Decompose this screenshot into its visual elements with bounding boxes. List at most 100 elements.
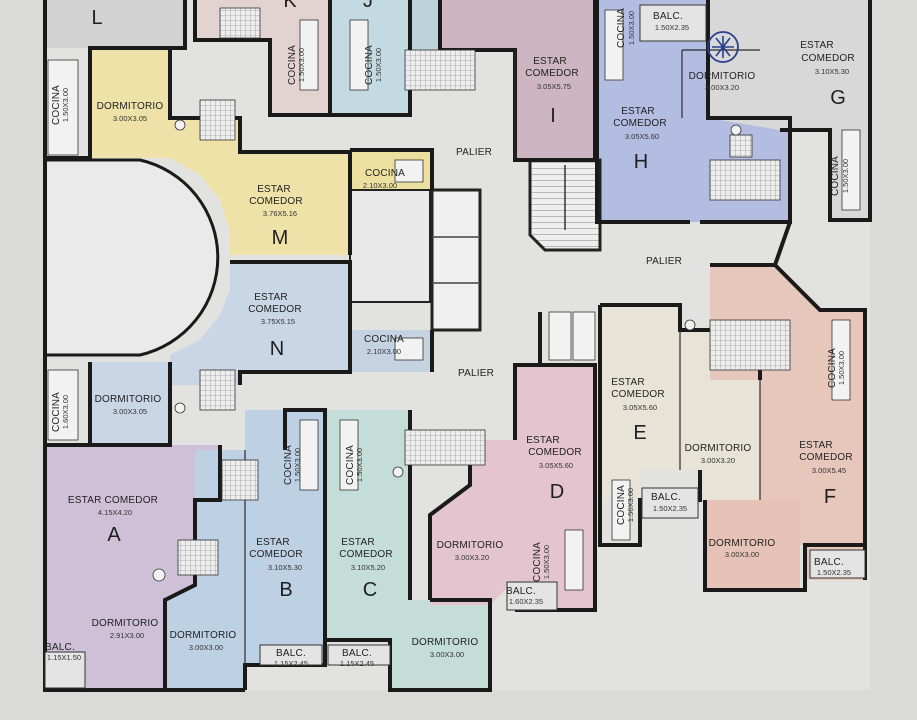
unit-m-area [90, 50, 350, 255]
unit-j-cocina: COCINA [364, 45, 375, 85]
unit-i-estar: ESTAR [533, 56, 567, 67]
unit-d-dormitorio: DORMITORIO [437, 540, 504, 551]
unit-m-cocina: COCINA [365, 168, 405, 179]
unit-f-dorm-area [705, 500, 800, 590]
unit-f-comedor: COMEDOR [799, 452, 853, 463]
balconies [44, 4, 866, 689]
unit-g-cocina: COCINA [830, 156, 841, 196]
unit-a-letter: A [107, 524, 121, 546]
unit-c-estar-dim: 3.10X5.20 [351, 563, 385, 572]
unit-b-dormitorio: DORMITORIO [170, 630, 237, 641]
unit-m-cocina-dim: 2.10X3.00 [363, 181, 397, 190]
unit-e-balc: BALC. [651, 492, 681, 503]
unit-g-comedor: COMEDOR [801, 53, 855, 64]
unit-c-letter: C [363, 579, 377, 601]
unit-b-estar-dim: 3.10X5.30 [268, 563, 302, 572]
unit-c-balc: BALC. [342, 648, 372, 659]
unit-e-estar-dim: 3.05X5.60 [623, 403, 657, 412]
unit-b-letter: B [279, 579, 292, 601]
unit-c-dorm-area [395, 600, 490, 690]
unit-d-estar: ESTAR [526, 435, 560, 446]
unit-f-letter: F [824, 486, 836, 508]
unit-i-area [440, 0, 595, 160]
unit-k-cocina-dim: 1.50X3.00 [297, 48, 306, 82]
unit-e-dorm-dim: 3.00X3.20 [701, 456, 735, 465]
unit-d-estar-dim: 3.05X5.60 [539, 461, 573, 470]
unit-e-cocina-dim: 1.50X3.00 [626, 488, 635, 522]
unit-b-estar: ESTAR [256, 537, 290, 548]
unit-d-cocina: COCINA [532, 542, 543, 582]
unit-n-area [170, 262, 350, 385]
unit-b-cocina: COCINA [283, 445, 294, 485]
star-doodle-icon [707, 31, 739, 63]
unit-n-dormitorio: DORMITORIO [95, 394, 162, 405]
unit-d-balc: BALC. [506, 586, 536, 597]
unit-j-cocina-dim: 1.50X3.00 [374, 48, 383, 82]
unit-a-area [45, 445, 220, 690]
unit-e-dormitorio: DORMITORIO [685, 443, 752, 454]
unit-g-area [708, 0, 870, 220]
unit-e-cocina: COCINA [616, 485, 627, 525]
unit-d-dorm-dim: 3.00X3.20 [455, 553, 489, 562]
unit-l-letter: L [91, 7, 102, 29]
unit-k-letter: K [283, 0, 297, 12]
unit-c-dormitorio: DORMITORIO [412, 637, 479, 648]
unit-a-balc-dim: 1.15X1.50 [47, 653, 81, 662]
unit-h-estar: ESTAR [621, 106, 655, 117]
unit-f-balc: BALC. [814, 557, 844, 568]
unit-j-wet-area [410, 0, 440, 50]
fixtures [47, 7, 861, 591]
unit-h-balc: BALC. [653, 11, 683, 22]
unit-c-balc-dim: 1.15X2.45 [340, 659, 374, 668]
unit-a-estar-dim: 4.15X4.20 [98, 508, 132, 517]
palier-label-bottom: PALIER [458, 368, 494, 379]
unit-a-estar-comedor: ESTAR COMEDOR [68, 495, 158, 506]
rotunda-void [43, 158, 220, 357]
unit-n-cocina: COCINA [364, 334, 404, 345]
unit-n-dorm-dim: 3.00X3.05 [113, 407, 147, 416]
unit-n-cocina-left: COCINA [51, 392, 62, 432]
unit-g-estar: ESTAR [800, 40, 834, 51]
unit-d-area [430, 365, 595, 610]
elevator-core [349, 189, 431, 303]
unit-b-balc-dim: 1.15X2.45 [274, 659, 308, 668]
unit-h-cocina-dim: 1.50X3.00 [627, 11, 636, 45]
unit-d-balc-dim: 1.60X2.35 [509, 597, 543, 606]
unit-m-cocina-left-dim: 1.50X3.00 [61, 88, 70, 122]
unit-b-comedor: COMEDOR [249, 549, 303, 560]
unit-m-dorm-dim: 3.00X3.05 [113, 114, 147, 123]
unit-h-dorm-dim: 3.00X3.20 [705, 83, 739, 92]
unit-b-cocina-dim: 1.50X3.00 [293, 448, 302, 482]
unit-h-dormitorio: DORMITORIO [689, 71, 756, 82]
unit-l-area [45, 0, 185, 48]
unit-i-estar-dim: 3.05X5.75 [537, 82, 571, 91]
unit-c-cocina: COCINA [345, 445, 356, 485]
unit-f-estar: ESTAR [799, 440, 833, 451]
unit-a-dorm-dim: 2.91X3.00 [110, 631, 144, 640]
unit-n-estar: ESTAR [254, 292, 288, 303]
unit-g-letter: G [830, 87, 846, 109]
unit-i-letter: I [550, 105, 556, 127]
unit-m-comedor: COMEDOR [249, 196, 303, 207]
unit-i-comedor: COMEDOR [525, 68, 579, 79]
unit-d-cocina-dim: 1.50X3.00 [542, 545, 551, 579]
unit-c-dorm-dim: 3.00X3.00 [430, 650, 464, 659]
unit-d-comedor: COMEDOR [528, 447, 582, 458]
unit-f-cocina-dim: 1.50X3.00 [837, 351, 846, 385]
palier-label-right: PALIER [646, 256, 682, 267]
unit-h-estar-dim: 3.05X5.60 [625, 132, 659, 141]
unit-n-cocina-dim: 2.10X3.00 [367, 347, 401, 356]
unit-a-balc: BALC. [45, 642, 75, 653]
unit-n-dorm-area [90, 362, 170, 445]
unit-m-dormitorio: DORMITORIO [97, 101, 164, 112]
unit-g-cocina-dim: 1.50X3.00 [841, 159, 850, 193]
elevator-shafts [430, 188, 482, 332]
unit-n-estar-dim: 3.75X5.15 [261, 317, 295, 326]
unit-h-cocina: COCINA [616, 8, 627, 48]
unit-b-balc: BALC. [276, 648, 306, 659]
unit-m-cocina-left: COCINA [51, 85, 62, 125]
unit-n-cocina-left-dim: 1.60X3.00 [61, 395, 70, 429]
unit-c-estar: ESTAR [341, 537, 375, 548]
unit-a-dormitorio: DORMITORIO [92, 618, 159, 629]
